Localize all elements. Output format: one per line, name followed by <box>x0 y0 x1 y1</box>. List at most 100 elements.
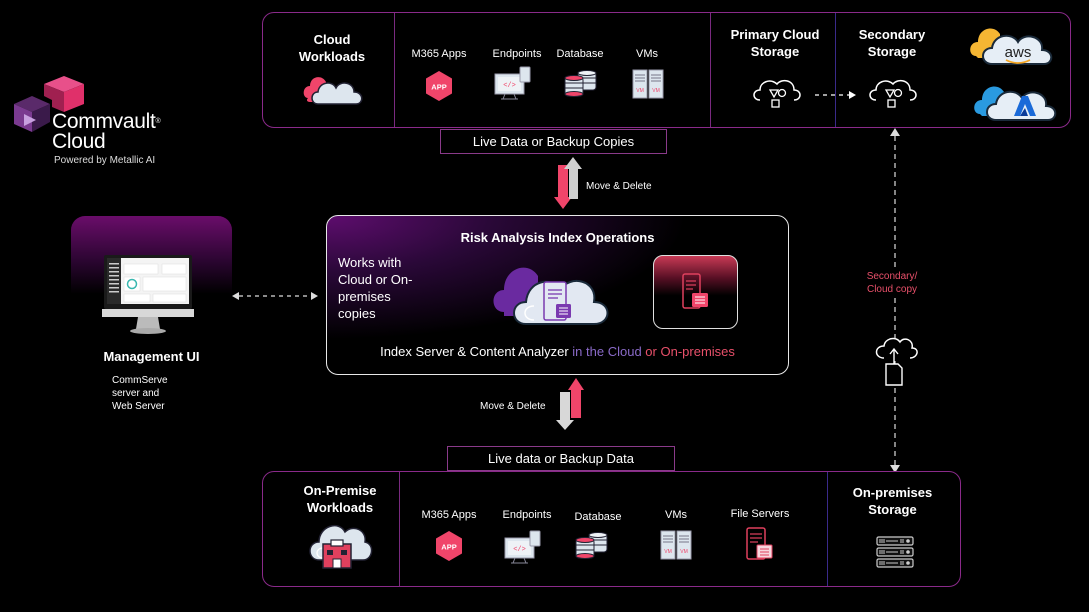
vm-server-icon[interactable]: VM VM <box>660 530 692 560</box>
risk-analysis-title: Risk Analysis Index Operations <box>460 230 655 245</box>
divider <box>835 13 836 127</box>
endpoint-monitor-icon[interactable]: </> <box>504 530 542 564</box>
secondary-copy-line2: Cloud copy <box>866 284 918 295</box>
secondary-copy-line1: Secondary/ <box>866 271 918 282</box>
index-server-caption: Index Server & Content Analyzer in the C… <box>326 344 789 359</box>
cubes-logo-icon <box>14 76 84 132</box>
brand-tagline: Powered by Metallic AI <box>54 155 156 166</box>
works-with-line: premises <box>338 289 391 304</box>
svg-text:</>: </> <box>513 546 526 554</box>
workload-label-endpoints: Endpoints <box>502 509 552 521</box>
workload-label-vms: VMs <box>636 48 658 60</box>
workload-label-endpoints: Endpoints <box>492 48 542 60</box>
management-subtitle-line: server and <box>112 388 160 399</box>
registered-mark: ® <box>155 118 161 125</box>
cloud-workloads-title-line2: Workloads <box>298 49 366 64</box>
app-icon-text: APP <box>441 543 456 552</box>
azure-cloud-icon[interactable] <box>972 78 1062 124</box>
works-with-line: copies <box>338 306 376 321</box>
onprem-title-line1: On-Premise <box>303 483 377 498</box>
database-icon[interactable] <box>564 70 598 98</box>
workload-label-database: Database <box>574 511 622 523</box>
works-with-line: Cloud or On- <box>338 272 413 287</box>
caption-or: or <box>641 344 661 359</box>
move-delete-label-top: Move & Delete <box>586 181 652 192</box>
onprem-building-cloud-icon <box>309 524 373 569</box>
primary-storage-line2: Storage <box>750 44 800 59</box>
vm-icon-text: VM <box>636 88 644 94</box>
secondary-storage-title: Secondary Storage <box>842 26 942 60</box>
works-with-text: Works with Cloud or On- premises copies <box>338 254 438 322</box>
management-link-arrow <box>232 292 318 300</box>
live-data-backup-copies-tag: Live Data or Backup Copies <box>440 129 667 154</box>
workload-label-vms: VMs <box>665 509 687 521</box>
arrow-down-gray <box>556 392 574 430</box>
management-ui-subtitle: CommServe server and Web Server <box>112 374 202 413</box>
vm-icon-text: VM <box>652 88 660 94</box>
replicate-arrow <box>815 91 856 99</box>
vm-icon-text: VM <box>680 549 688 555</box>
divider <box>710 13 711 127</box>
commvault-logo: Commvault® Cloud Powered by Metallic AI <box>12 74 212 174</box>
workload-label-file-servers: File Servers <box>730 508 790 520</box>
onprem-storage-line1: On-premises <box>852 485 933 500</box>
svg-text:</>: </> <box>503 82 516 90</box>
cloud-storage-icon[interactable] <box>866 76 920 108</box>
management-subtitle-line: Web Server <box>112 401 165 412</box>
caption-main: Index Server & Content Analyzer <box>380 344 573 359</box>
live-data-backup-data-tag: Live data or Backup Data <box>447 446 675 471</box>
workload-label-database: Database <box>556 48 604 60</box>
vm-server-icon[interactable]: VM VM <box>632 69 664 99</box>
cloud-storage-icon[interactable] <box>750 76 804 108</box>
workload-label-m365: M365 Apps <box>421 509 477 521</box>
aws-cloud-icon[interactable]: aws <box>968 18 1058 68</box>
management-subtitle-line: CommServe <box>112 375 168 386</box>
secondary-storage-line1: Secondary <box>858 27 926 42</box>
cloud-workloads-panel <box>262 12 1071 128</box>
secondary-storage-line2: Storage <box>867 44 917 59</box>
cloud-workloads-icon <box>303 77 363 105</box>
primary-cloud-storage-title: Primary Cloud Storage <box>716 26 834 60</box>
workload-label-m365: M365 Apps <box>411 48 467 60</box>
divider <box>399 472 400 586</box>
app-hexagon-icon[interactable]: APP <box>434 530 464 562</box>
database-icon[interactable] <box>575 532 609 560</box>
onprem-workloads-panel <box>262 471 961 587</box>
move-delete-label-bottom: Move & Delete <box>480 401 546 412</box>
onprem-index-server-icon <box>682 273 708 309</box>
cloud-upload-file-icon <box>875 337 918 386</box>
vm-icon-text: VM <box>664 549 672 555</box>
app-hexagon-icon[interactable]: APP <box>424 70 454 102</box>
works-with-line: Works with <box>338 255 402 270</box>
brand-name-line2: Cloud <box>52 130 106 153</box>
divider <box>394 13 395 127</box>
endpoint-monitor-icon[interactable]: </> <box>494 66 532 100</box>
brand-name-line1: Commvault <box>52 110 156 133</box>
onprem-title-line2: Workloads <box>306 500 374 515</box>
onprem-index-server-box[interactable] <box>653 255 738 329</box>
server-rack-icon[interactable] <box>876 536 914 568</box>
divider <box>827 472 828 586</box>
cloud-workloads-title: Cloud Workloads <box>280 31 384 65</box>
arrow-up-pink <box>568 378 584 418</box>
onprem-storage-line2: Storage <box>868 502 917 517</box>
onprem-workloads-title: On-Premise Workloads <box>282 482 398 516</box>
caption-cloud: in the Cloud <box>572 344 642 359</box>
arrow-down-pink <box>554 165 572 209</box>
caption-onprem: On-premises <box>660 344 735 359</box>
arrow-up-gray <box>564 157 582 199</box>
move-delete-arrows-bottom <box>556 378 584 430</box>
monitor-dashboard-icon <box>102 255 194 334</box>
management-ui-title: Management UI <box>103 349 200 364</box>
file-server-icon[interactable] <box>746 527 774 561</box>
secondary-copy-link <box>890 128 900 473</box>
secondary-copy-label: Secondary/ Cloud copy <box>846 270 938 296</box>
cloud-index-server-icon[interactable] <box>490 260 616 328</box>
primary-storage-line1: Primary Cloud <box>730 27 820 42</box>
app-icon-text: APP <box>431 83 446 92</box>
cloud-workloads-title-line1: Cloud <box>313 32 351 47</box>
move-delete-arrows-top <box>554 157 582 209</box>
aws-text: aws <box>1005 44 1032 61</box>
brand-name: Commvault® Cloud <box>52 110 161 153</box>
onprem-storage-title: On-premises Storage <box>835 484 950 518</box>
